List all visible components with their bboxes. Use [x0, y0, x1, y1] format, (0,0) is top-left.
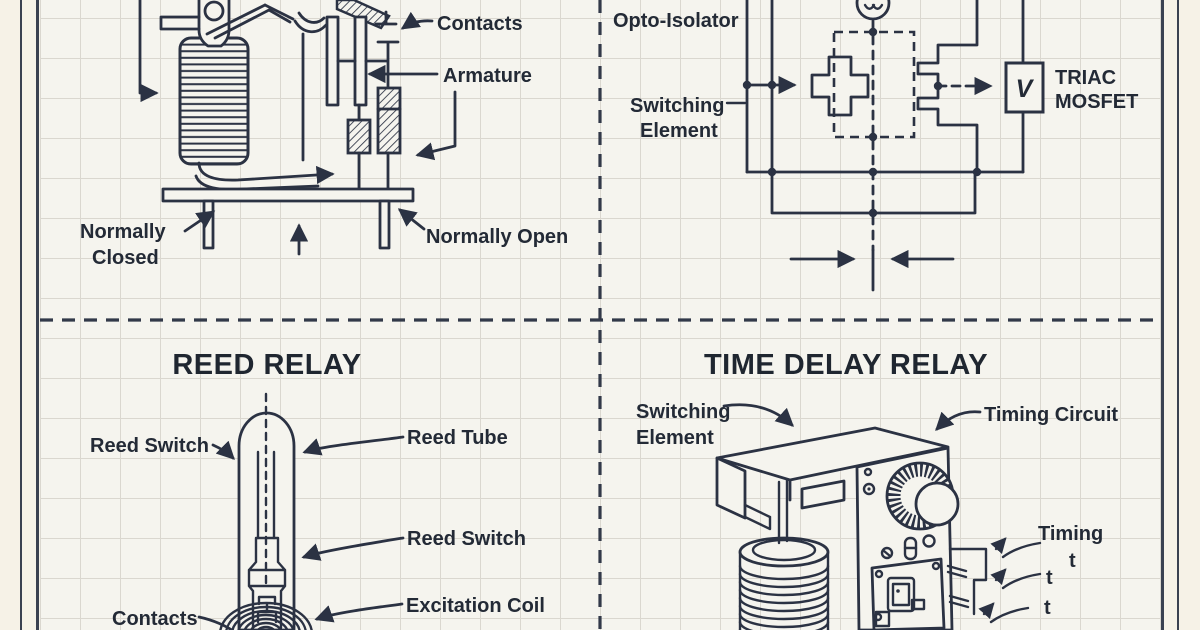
terminal-pins: [946, 564, 970, 609]
base-plate: [161, 187, 415, 203]
label-contacts: Contacts: [437, 13, 523, 35]
contacts-leader-arrow: [400, 11, 434, 30]
relay-coil-rings: [738, 550, 830, 630]
excitation-coil-turns: [219, 601, 313, 630]
label-timing-circuit: Timing Circuit: [984, 404, 1118, 426]
coil-wire-duct: [197, 161, 335, 185]
border-inner-left: [36, 0, 39, 630]
armature-bracket-arrow: [415, 90, 457, 161]
label-switching-q4-2: Element: [636, 427, 714, 449]
label-armature: Armature: [443, 65, 532, 87]
terminal-leg-left: [202, 199, 215, 250]
label-excitation-coil: Excitation Coil: [406, 595, 545, 617]
label-normally-closed-1: Normally: [80, 221, 166, 243]
armature-left-bar: [159, 15, 201, 31]
label-v-box: V: [1016, 75, 1035, 103]
contact-blade-right: [353, 15, 368, 107]
armature-lever-roof: [205, 3, 295, 40]
switching-element-leader-arrow: [722, 403, 795, 427]
junction-dots: [742, 27, 982, 218]
contacts-leader-line: [197, 615, 235, 630]
normally-open-leader-arrow: [397, 208, 426, 231]
source-symbol-marks: [863, 3, 884, 10]
pivot-hole: [203, 0, 225, 22]
label-normally-closed-2: Closed: [92, 247, 159, 269]
time-delay-relay-diagram: TIME DELAY RELAY Switching Element Timin…: [636, 349, 1118, 630]
electromechanical-relay-diagram: Contacts Armature Normally Closed Normal…: [80, 0, 568, 269]
normally-closed-leader-arrow: [183, 210, 216, 233]
reed-relay-title: REED RELAY: [172, 349, 361, 381]
border-outer-left: [20, 0, 22, 630]
timer-knob-face: [914, 481, 960, 527]
coil-leader-arrow: [138, 0, 159, 103]
label-reed-switch-left: Reed Switch: [90, 435, 209, 457]
label-reed-switch-right: Reed Switch: [407, 528, 526, 550]
contact-gap-assembly: [364, 10, 400, 90]
label-reed-tube: Reed Tube: [407, 427, 508, 449]
label-switching-2: Element: [640, 120, 718, 142]
panel-details: [862, 467, 970, 630]
border-inner-right: [1161, 0, 1164, 630]
relay-coil-inner: [751, 538, 817, 562]
contact-block-tall: [376, 86, 402, 155]
reed-tube-glass: [237, 411, 296, 630]
contact-block-stems: [357, 103, 402, 192]
label-opto-isolator: Opto-Isolator: [613, 10, 739, 32]
terminal-leg-right: [378, 199, 391, 250]
contact-blade-left: [325, 15, 340, 107]
timing-contact-connector: [948, 547, 988, 616]
contact-block-small: [346, 118, 372, 155]
label-t3: t: [1044, 597, 1051, 619]
label-triac: TRIAC: [1055, 67, 1116, 89]
label-contacts-reed: Contacts: [112, 608, 198, 630]
led-emitter-block: [810, 55, 870, 117]
device-left-post: [715, 456, 747, 520]
plunger-rod: [777, 478, 789, 545]
label-timing: Timing: [1038, 523, 1103, 545]
post-foot-notch: [743, 503, 772, 531]
excitation-coil-leader-arrow: [314, 602, 404, 623]
label-t2: t: [1046, 567, 1053, 589]
label-switching-1: Switching: [630, 95, 724, 117]
output-device-box: [1004, 61, 1045, 114]
label-mosfet: MOSFET: [1055, 91, 1138, 113]
label-normally-open: Normally Open: [426, 226, 568, 248]
timed-contact-symbols: [978, 537, 1042, 624]
reed-switch-left-leader-arrow: [211, 440, 235, 460]
relay-coil-drawing: [178, 36, 250, 166]
return-spring-hook: [293, 11, 328, 34]
reed-tube-leader-arrow: [302, 435, 405, 456]
reed-wires: [256, 450, 276, 540]
timing-circuit-leader-arrow: [935, 410, 982, 431]
beam-slot: [800, 479, 846, 510]
reed-switch-right-leader-arrow: [301, 536, 405, 561]
label-t1: t: [1069, 550, 1076, 572]
time-delay-relay-title: TIME DELAY RELAY: [704, 349, 988, 381]
source-symbol: [855, 0, 891, 21]
reed-relay-diagram: REED RELAY Reed Switch Reed Tube Reed Sw…: [90, 349, 545, 630]
label-switching-q4-1: Switching: [636, 401, 730, 423]
solid-state-relay-diagram: V Opto-Isolator Switching Element TRIAC …: [613, 0, 1138, 292]
border-outer-right: [1177, 0, 1179, 630]
